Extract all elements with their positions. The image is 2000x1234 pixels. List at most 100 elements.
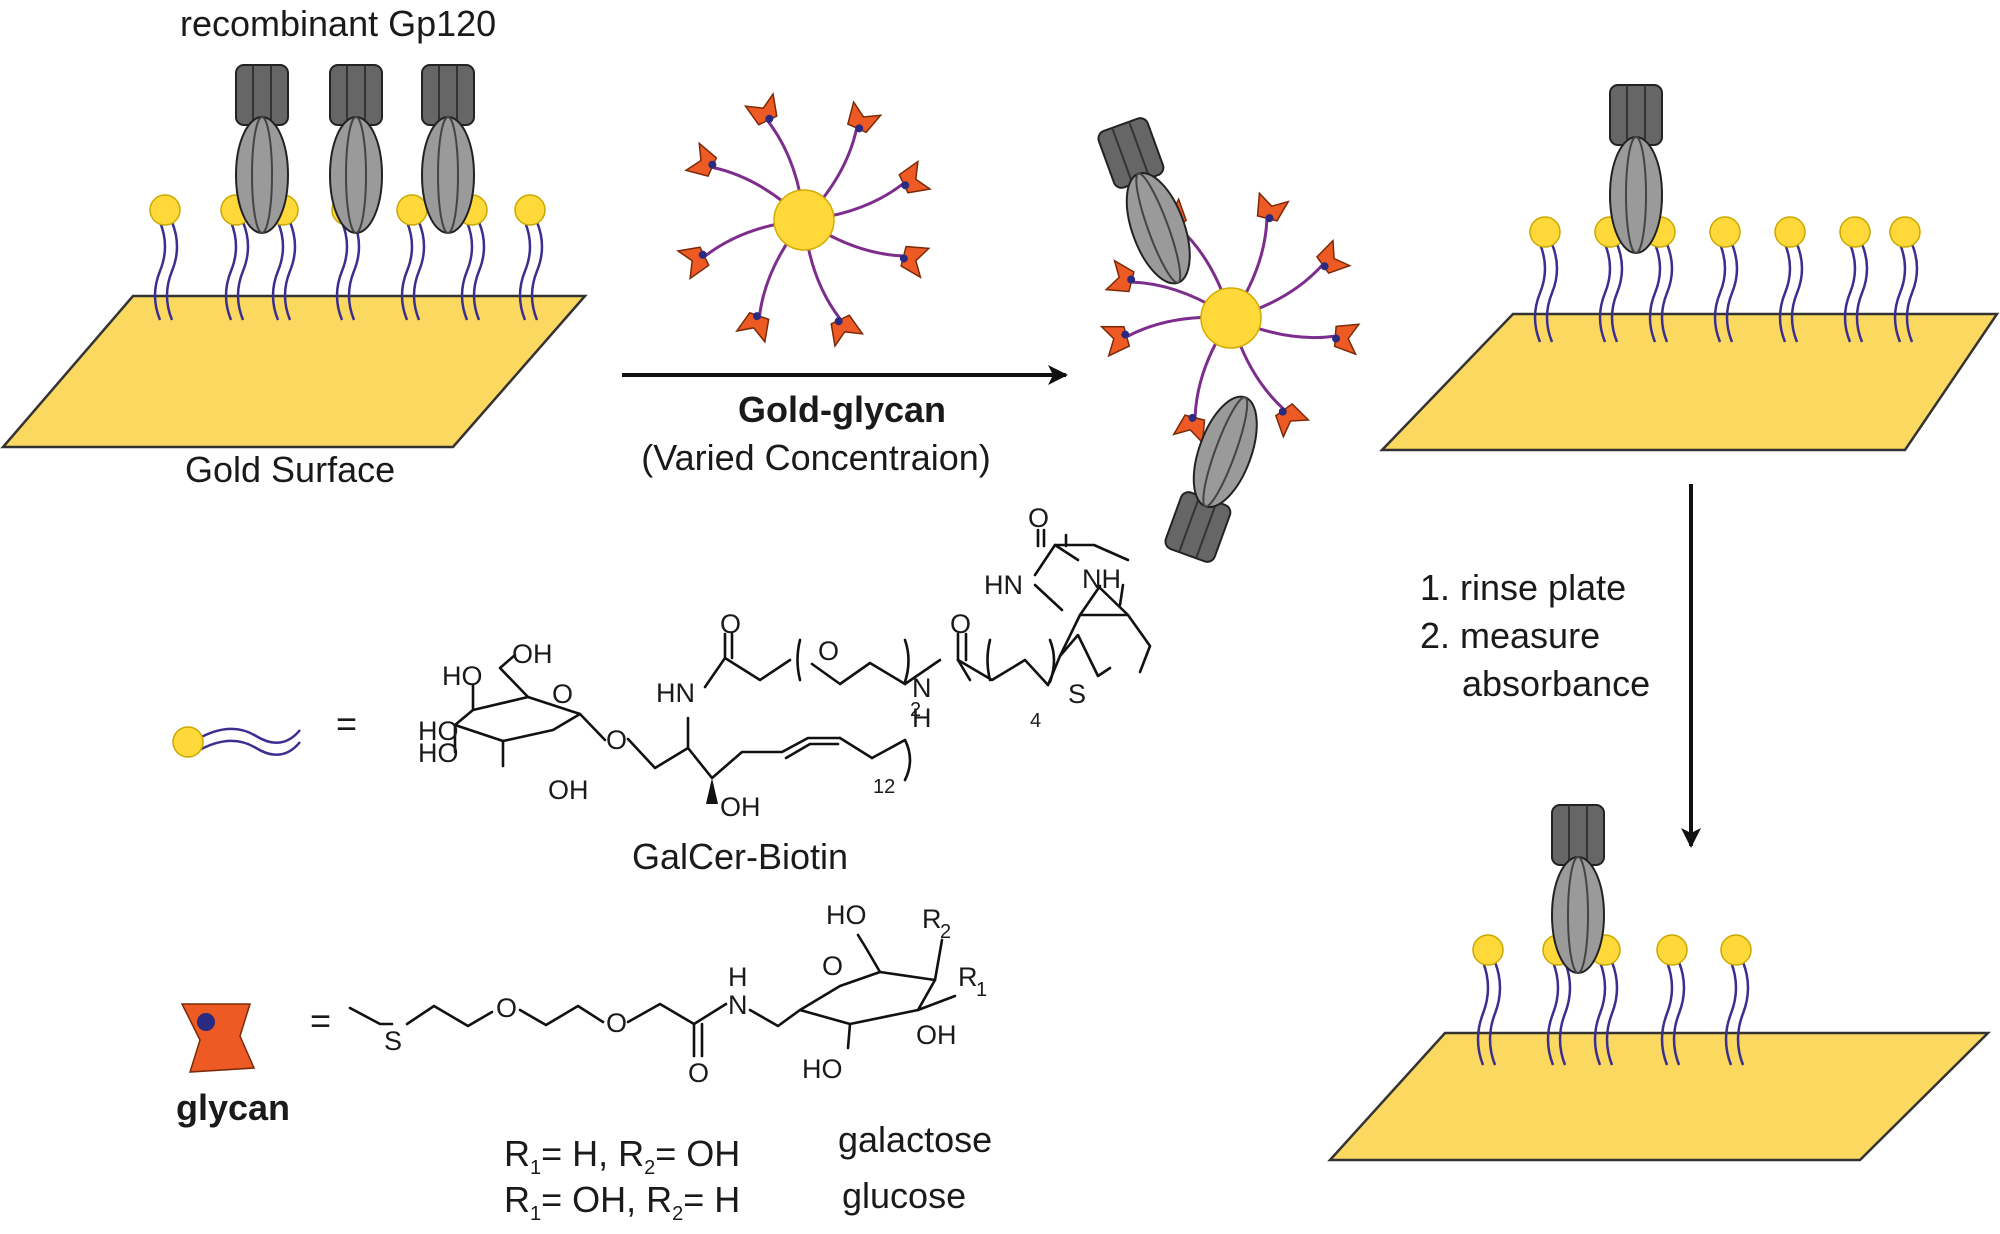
glycan-dot bbox=[1332, 334, 1341, 343]
lipid-tail bbox=[1488, 961, 1502, 1066]
glycan-r1-sub: 1 bbox=[976, 979, 987, 1001]
protein-line bbox=[437, 116, 459, 234]
legend-gold-head bbox=[172, 726, 204, 758]
glycan-tag bbox=[830, 314, 865, 348]
glycan-r1-base: R bbox=[958, 962, 978, 992]
gold-head bbox=[1774, 216, 1806, 248]
lipid-tail bbox=[412, 221, 426, 321]
amide2-o: O bbox=[950, 609, 971, 639]
protein-groove bbox=[1111, 127, 1134, 185]
glycan-dot bbox=[1265, 214, 1274, 223]
legend-glycan: = glycan S O O N H O HO R 2 R 1 O bbox=[176, 900, 992, 1225]
glycan-ring-o: O bbox=[822, 951, 843, 981]
lipid-tail bbox=[1593, 961, 1607, 1066]
recombinant-gp120-label: recombinant Gp120 bbox=[180, 3, 496, 44]
lipid-legend-icon bbox=[172, 726, 301, 758]
galcer-lipid bbox=[149, 194, 181, 321]
lipid-tail bbox=[460, 221, 474, 321]
protein-head bbox=[421, 64, 475, 126]
glycan-carbonyl-o: O bbox=[688, 1058, 709, 1088]
legend-tail bbox=[195, 739, 301, 756]
glycan-shape bbox=[846, 100, 883, 134]
lipid-tail bbox=[1648, 243, 1662, 343]
glycan-dot bbox=[1278, 407, 1287, 416]
glycan-tag bbox=[1256, 191, 1290, 223]
glycan-tag bbox=[1099, 325, 1131, 358]
glycan-o1: O bbox=[496, 993, 517, 1023]
amide2-h: H bbox=[912, 703, 932, 733]
protein-groove bbox=[1195, 501, 1218, 559]
gold-surface-plate-3 bbox=[1327, 1031, 1992, 1162]
glycan-ho-bot: HO bbox=[802, 1054, 843, 1084]
glycan-shape bbox=[898, 159, 932, 194]
gold-surface-plate-2 bbox=[1379, 312, 2000, 452]
galcer-lipid bbox=[1529, 216, 1561, 343]
lipid-tail bbox=[1660, 961, 1674, 1066]
galcer-oh-2: OH bbox=[548, 775, 589, 805]
amide2-n: N bbox=[912, 673, 932, 703]
legend-glycan-shape bbox=[180, 1003, 256, 1073]
gp120-group-2 bbox=[1609, 84, 1663, 254]
gold-core bbox=[1200, 287, 1262, 349]
sub-4: 4 bbox=[1030, 710, 1041, 732]
glycan-s: S bbox=[384, 1026, 402, 1056]
gp120-group-3 bbox=[1551, 804, 1605, 974]
glycan-shape bbox=[900, 245, 931, 279]
glycan-dot bbox=[1121, 330, 1130, 339]
lipid-tail bbox=[283, 221, 297, 321]
glycan-tag bbox=[1332, 323, 1361, 356]
biotin-nh: NH bbox=[1082, 564, 1121, 594]
lipid-tail bbox=[1778, 243, 1792, 343]
gold-glycan-label: Gold-glycan bbox=[738, 389, 946, 430]
protein-line bbox=[345, 116, 367, 234]
galcer-biotin-structure: O HN NH S O O 2 O 4 HN N H HO OH HO O O … bbox=[418, 503, 1152, 822]
glycan-dot bbox=[708, 160, 717, 169]
lipid-tail bbox=[1790, 243, 1804, 343]
biotin-s: S bbox=[1068, 679, 1086, 709]
glycan-shape bbox=[1315, 238, 1352, 275]
lipid-tail bbox=[271, 221, 285, 321]
equals-sign-1: = bbox=[336, 703, 357, 744]
galcer-oh-1: OH bbox=[512, 639, 553, 669]
gold-head bbox=[1656, 934, 1688, 966]
amide1-o: O bbox=[720, 609, 741, 639]
legend-tail bbox=[195, 727, 301, 744]
lipid-tail bbox=[472, 221, 486, 321]
row2-left: R1= OH, R2= H bbox=[504, 1179, 740, 1225]
glycan-shape bbox=[735, 311, 770, 344]
galcer-lipid bbox=[1889, 216, 1921, 343]
protein-head bbox=[1551, 804, 1605, 866]
galcer-lipid bbox=[1720, 934, 1752, 1066]
lipid-tail bbox=[1893, 243, 1907, 343]
lipid-tail bbox=[1905, 243, 1919, 343]
galcer-ho-2: HO bbox=[418, 716, 459, 746]
lipid-tail bbox=[518, 221, 532, 321]
step-absorbance: absorbance bbox=[1462, 663, 1650, 704]
galcer-glyco-o: O bbox=[606, 725, 627, 755]
row1-sugar: galactose bbox=[838, 1119, 992, 1160]
protein-groove bbox=[1178, 495, 1201, 553]
glycan-r2-sub: 2 bbox=[940, 921, 951, 943]
glycan-ho-top: HO bbox=[826, 900, 867, 930]
protein-line bbox=[1567, 856, 1589, 974]
gold-head bbox=[514, 194, 546, 226]
panel-final bbox=[1327, 804, 1992, 1162]
glycan-shape bbox=[676, 246, 710, 281]
glycan-dot bbox=[855, 124, 864, 133]
lipid-tail bbox=[530, 221, 544, 321]
legend-galcer: = bbox=[172, 503, 1152, 877]
protein-head bbox=[1609, 84, 1663, 146]
glycan-tag bbox=[735, 311, 770, 344]
amide1-hn: HN bbox=[656, 678, 695, 708]
glycan-shape bbox=[1274, 402, 1311, 439]
lipid-tail bbox=[1855, 243, 1869, 343]
protein-head bbox=[329, 64, 383, 126]
gp120-group-1 bbox=[235, 64, 475, 234]
gp120-protein bbox=[1097, 117, 1191, 285]
substituent-table: R1= H, R2= OH galactose R1= OH, R2= H gl… bbox=[504, 1119, 992, 1225]
glycan-h: H bbox=[728, 962, 748, 992]
glycan-dot bbox=[752, 312, 761, 321]
glycan-dot bbox=[765, 114, 774, 123]
glycan-dot bbox=[1127, 275, 1136, 284]
